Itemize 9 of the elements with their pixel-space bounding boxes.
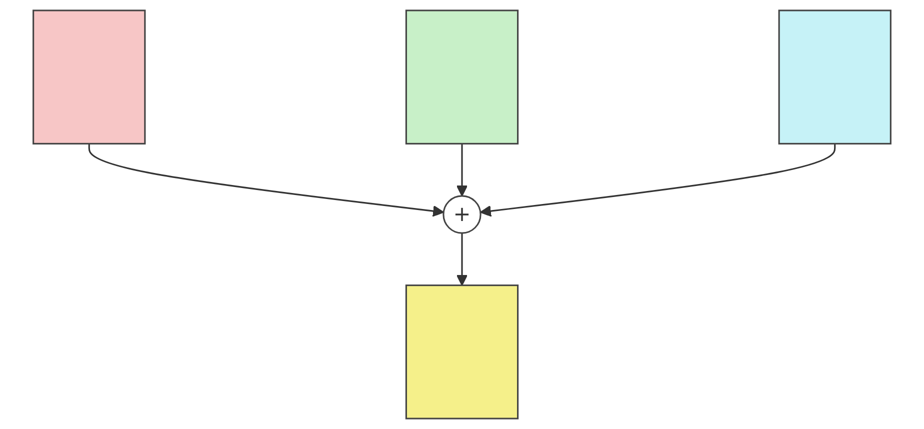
node-box xyxy=(405,10,519,144)
node-box xyxy=(32,10,146,144)
node-circle: + xyxy=(442,195,482,234)
arrow xyxy=(456,233,468,286)
arrow xyxy=(480,144,836,217)
arrow xyxy=(456,144,468,196)
node-box xyxy=(778,10,892,144)
node-box xyxy=(405,284,519,420)
arrow xyxy=(88,144,444,217)
